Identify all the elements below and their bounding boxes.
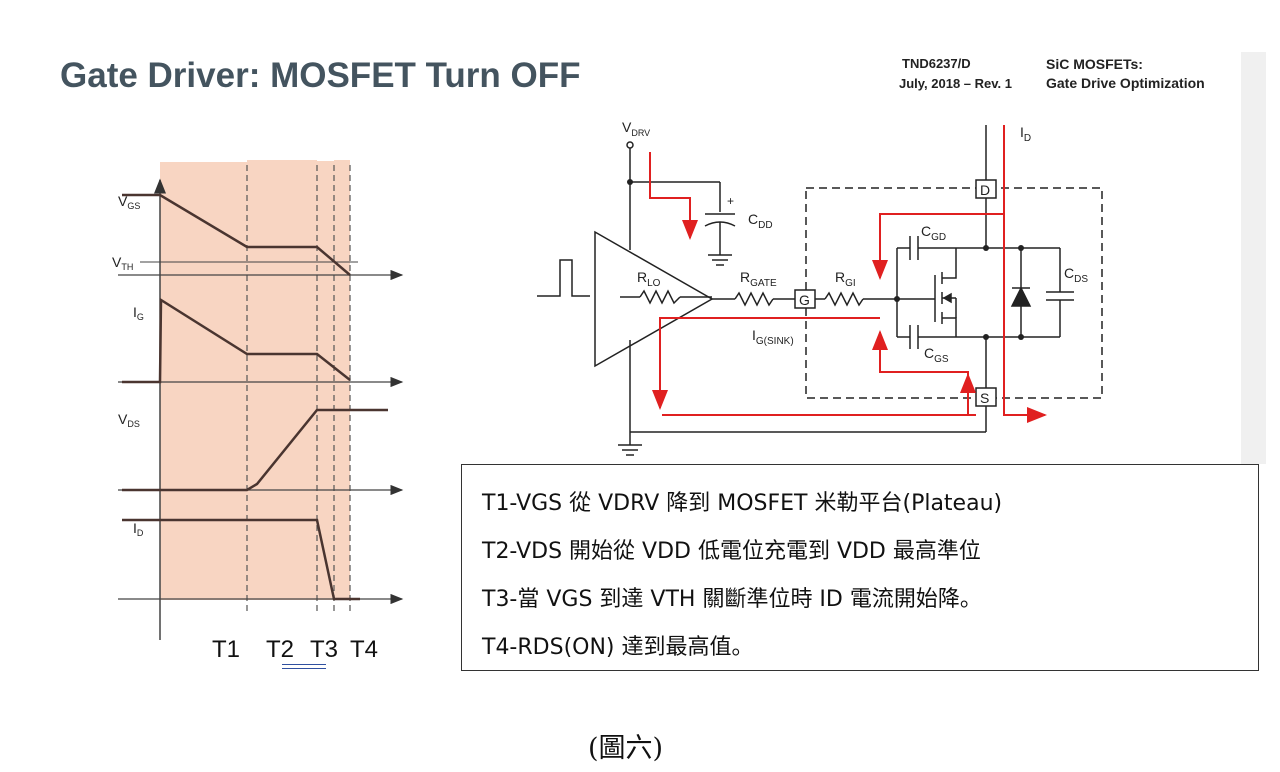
cgd-discharge-path [872,213,1004,280]
ig-label: IG [133,304,144,322]
id-label: ID [133,520,144,538]
drain-pin-box [975,179,997,199]
cgd-label: CGD [921,223,946,243]
rgate-label: RGATE [740,269,777,289]
rgate-resistor [734,291,774,307]
rlo-label: RLO [637,269,661,289]
rgi-label: RGI [835,269,856,289]
note-t1: T1-VGS 從 VDRV 降到 MOSFET 米勒平台(Plateau) [482,491,1003,516]
gate-sink-path [652,317,880,410]
body-diode [1010,286,1032,307]
vdrv-terminal [626,141,634,149]
body-arrow [942,292,952,304]
vds-waveform [122,408,388,492]
time-label-t4: T4 [350,636,379,663]
junction-dot [1018,334,1024,340]
vds-label: VDS [118,411,140,429]
source-pin-label: S [980,390,989,406]
drain-connection [942,248,957,279]
t2-underline [282,664,326,669]
note-t4: T4-RDS(ON) 達到最高值。 [482,635,754,660]
id-waveform [122,518,360,601]
figure-caption: (圖六) [588,733,664,764]
note-t2: T2-VDS 開始從 VDD 低電位充電到 VDD 最高準位 [482,539,981,564]
vgs-label: VGS [118,193,140,211]
ig-sink-label: IG(SINK) [752,327,794,347]
id-label: ID [1020,124,1031,144]
explanation-box: T1-VGS 從 VDRV 降到 MOSFET 米勒平台(Plateau) T2… [461,464,1259,671]
junction-dot [983,334,989,340]
gate-pin-box [794,289,816,309]
cdd-label: CDD [748,211,773,231]
mosfet-package-boundary [805,187,1103,399]
document-title-line1: SiC MOSFETs: [1046,56,1143,72]
junction-dot [627,179,633,185]
vgs-waveform [122,193,351,276]
junction-dot [1018,245,1024,251]
source-connection [942,317,957,337]
vth-label: VTH [112,254,133,272]
shade-t1 [160,162,247,600]
junction-dot [983,245,989,251]
timing-diagram: VGS VTH IG VDS ID [112,160,404,640]
time-label-t3: T3 [310,636,339,663]
cgs-discharge-path [872,330,969,415]
document-id: TND6237/D [902,56,971,71]
cds-label: CDS [1064,265,1088,285]
note-t3: T3-當 VGS 到達 VTH 關斷準位時 ID 電流開始降。 [482,587,982,612]
scrollbar[interactable] [1241,52,1266,464]
shade-t2 [247,160,317,600]
vdrv-label: VDRV [622,119,650,138]
input-pulse [537,259,590,297]
gate-pin-label: G [799,292,810,308]
rlo-resistor [639,289,681,305]
cdd-plus-sign: + [727,194,734,208]
slide-title: Gate Driver: MOSFET Turn OFF [60,56,581,95]
time-label-t2: T2 [266,636,295,663]
drain-current-path [1003,125,1047,423]
rgi-resistor [824,291,864,307]
document-title-line2: Gate Drive Optimization [1046,75,1205,91]
junction-dot [894,296,900,302]
cgs-label: CGS [924,345,949,365]
source-pin-box [975,387,997,407]
ig-waveform [122,297,351,384]
gate-driver-circuit: G D S VDRV CDD + RLO RGATE RGI CGD CGS C… [537,119,1103,456]
time-label-t1: T1 [212,636,241,663]
drain-pin-label: D [980,182,990,198]
document-date: July, 2018 – Rev. 1 [899,76,1012,91]
cdd-charge-path [649,152,698,240]
driver-amplifier [594,230,714,368]
